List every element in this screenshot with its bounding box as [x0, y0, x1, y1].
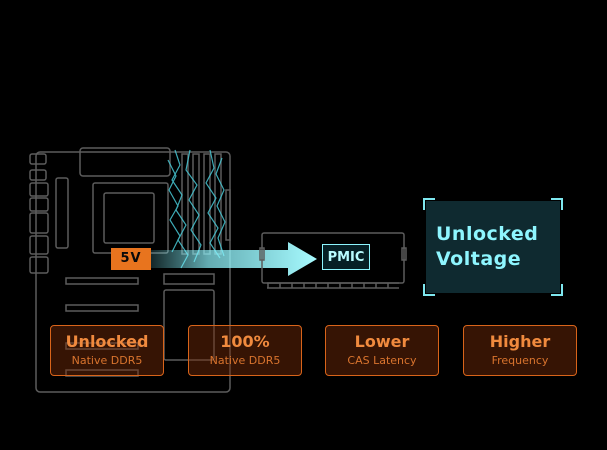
- feature-title: Higher: [489, 332, 551, 351]
- feature-title: Unlocked: [65, 332, 149, 351]
- feature-card-lower: Lower CAS Latency: [325, 325, 439, 376]
- motherboard-icon: [29, 147, 231, 393]
- corner-bracket: [423, 198, 435, 210]
- pmic-label: PMIC: [322, 244, 370, 270]
- feature-title: Lower: [354, 332, 410, 351]
- corner-bracket: [551, 198, 563, 210]
- feature-subtitle: Native DDR5: [209, 354, 281, 367]
- feature-title: 100%: [220, 332, 270, 351]
- feature-subtitle: Frequency: [491, 354, 549, 367]
- memory-module-icon: [259, 232, 407, 289]
- corner-bracket: [551, 284, 563, 296]
- voltage-box-line1: Unlocked: [436, 223, 539, 245]
- feature-card-unlocked: Unlocked Native DDR5: [50, 325, 164, 376]
- power-flow-arrow: [150, 242, 317, 276]
- feature-subtitle: CAS Latency: [347, 354, 417, 367]
- unlocked-voltage-box: Unlocked Voltage: [423, 198, 563, 296]
- feature-card-100-percent: 100% Native DDR5: [188, 325, 302, 376]
- corner-bracket: [423, 284, 435, 296]
- feature-subtitle: Native DDR5: [71, 354, 143, 367]
- five-volt-label: 5V: [111, 248, 151, 270]
- feature-card-higher: Higher Frequency: [463, 325, 577, 376]
- voltage-box-line2: Voltage: [436, 248, 522, 270]
